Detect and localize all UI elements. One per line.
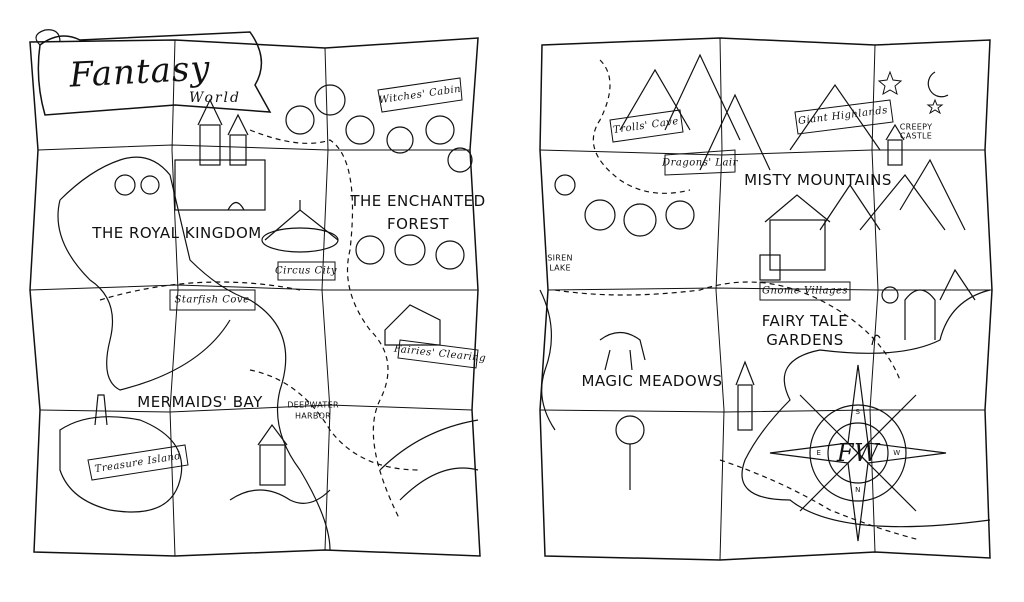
royal-castle-drawing <box>174 98 266 211</box>
lighthouse-drawing <box>94 394 108 426</box>
right-coastline <box>741 289 991 528</box>
left-page-outline <box>29 37 481 557</box>
compass-n: N <box>855 486 861 494</box>
label-fairy-tale-gardens-line2: GARDENS <box>766 331 844 349</box>
label-creepy-castle-line1: CREEPY <box>899 122 933 132</box>
label-mermaids-bay: MERMAIDS' BAY <box>137 393 263 411</box>
label-royal-kingdom: THE ROYAL KINGDOM <box>92 224 262 242</box>
label-siren-lake-line1: SIREN <box>547 253 573 263</box>
garden-gazebo-drawing <box>871 286 936 346</box>
compass-rose <box>769 364 947 542</box>
compass-w: W <box>893 449 901 457</box>
tower-drawing <box>735 360 755 431</box>
label-deepwater-line1: DEEPWATER <box>287 400 339 410</box>
night-sky <box>877 70 949 115</box>
right-page-outline <box>539 37 993 561</box>
label-banners <box>87 77 894 481</box>
title-banner <box>37 31 272 116</box>
label-creepy-castle-line2: CASTLE <box>899 131 933 141</box>
label-dragons-lair: Dragons' Lair <box>662 157 738 169</box>
left-coastline <box>57 156 331 551</box>
circus-tent-drawing <box>261 200 339 253</box>
compass-monogram: FW <box>836 439 880 467</box>
unicorn-drawing <box>599 331 646 371</box>
label-misty-mountains: MISTY MOUNTAINS <box>744 171 892 189</box>
left-page-folds <box>29 39 478 557</box>
label-magic-meadows: MAGIC MEADOWS <box>581 372 723 390</box>
compass-s: S <box>855 408 861 416</box>
right-page-folds <box>539 37 992 561</box>
roads <box>99 59 921 541</box>
map-title: Fantasy <box>68 48 212 96</box>
harbor-castle-drawing <box>229 423 331 504</box>
compass-e: E <box>816 449 822 457</box>
fairies-cottage-drawing <box>384 304 441 346</box>
label-fairy-tale-gardens-line1: FAIRY TALE <box>761 312 849 330</box>
creepy-castle-drawing <box>885 123 905 166</box>
treasure-island <box>59 416 183 513</box>
map-subtitle: World <box>189 90 241 106</box>
label-gnome-villages: Gnome Villages <box>761 285 849 297</box>
label-enchanted-forest-line1: THE ENCHANTED <box>350 192 486 210</box>
label-enchanted-forest-line2: FOREST <box>386 215 450 233</box>
forest-trees <box>114 84 695 490</box>
label-deepwater-line2: HARBOR <box>294 411 332 421</box>
gnome-village-drawing <box>759 194 831 281</box>
label-circus-city: Circus City <box>275 265 337 277</box>
label-starfish-cove: Starfish Cove <box>174 294 250 306</box>
label-siren-lake-line2: LAKE <box>549 263 571 273</box>
